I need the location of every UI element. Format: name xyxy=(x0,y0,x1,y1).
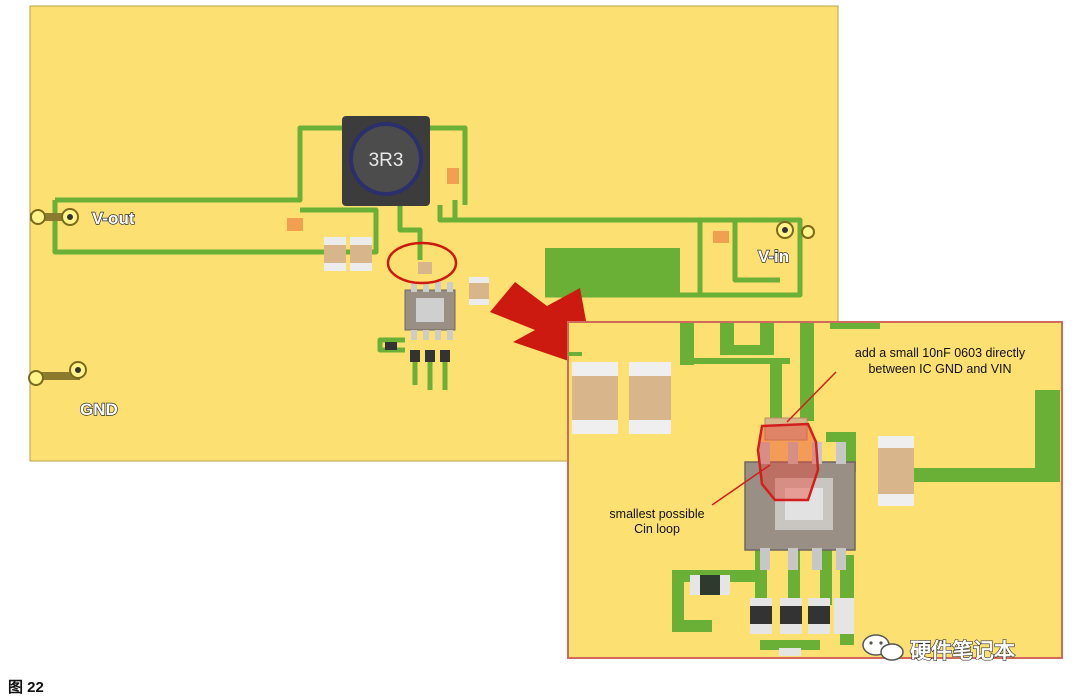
copper-traces xyxy=(52,125,803,390)
note-top-line1: add a small 10nF 0603 directly xyxy=(855,346,1026,360)
pad-orange-3 xyxy=(713,231,729,243)
regulator-ic xyxy=(404,262,456,340)
note-top-leader xyxy=(786,371,837,423)
zoom-capacitor-output-2 xyxy=(629,362,671,434)
vout-connector xyxy=(30,208,79,226)
zoom-capacitor-input xyxy=(878,436,914,506)
watermark-text: 硬件笔记本 xyxy=(910,639,1015,663)
inductor-marking: 3R3 xyxy=(369,150,404,171)
cin-loop-highlight xyxy=(756,422,820,502)
zoom-trace-green-loop xyxy=(690,358,790,364)
gnd-connector xyxy=(28,361,87,386)
zoom-capacitor-output-1 xyxy=(572,362,618,434)
note-top-line2: between IC GND and VIN xyxy=(868,362,1011,376)
gnd-label: GND xyxy=(80,400,118,419)
inductor: 3R3 xyxy=(342,116,430,206)
pad-orange-1 xyxy=(287,218,303,231)
capacitor-input xyxy=(469,277,489,305)
wechat-icon xyxy=(862,634,904,661)
capacitor-output-1 xyxy=(324,237,346,271)
note-left-line2: Cin loop xyxy=(634,522,680,536)
pad-orange-2 xyxy=(447,168,459,184)
capacitor-output-2 xyxy=(350,237,372,271)
note-left-line1: smallest possible xyxy=(609,507,704,521)
note-left-leader xyxy=(711,464,771,506)
watermark: 硬件笔记本 xyxy=(862,634,1016,664)
main-board: 3R3 xyxy=(28,5,839,462)
vout-label: V-out xyxy=(92,209,135,228)
small-resistors xyxy=(385,342,450,362)
vin-label: V-in xyxy=(758,247,789,266)
zoom-panel: add a small 10nF 0603 directly between I… xyxy=(567,321,1063,664)
zoom-traces xyxy=(568,323,1060,650)
zoom-small-components xyxy=(690,575,854,656)
decoupling-highlight-ring xyxy=(386,241,458,285)
vin-copper-pour xyxy=(545,248,680,294)
vin-connector xyxy=(776,221,815,239)
figure-caption: 图 22 xyxy=(8,679,44,696)
